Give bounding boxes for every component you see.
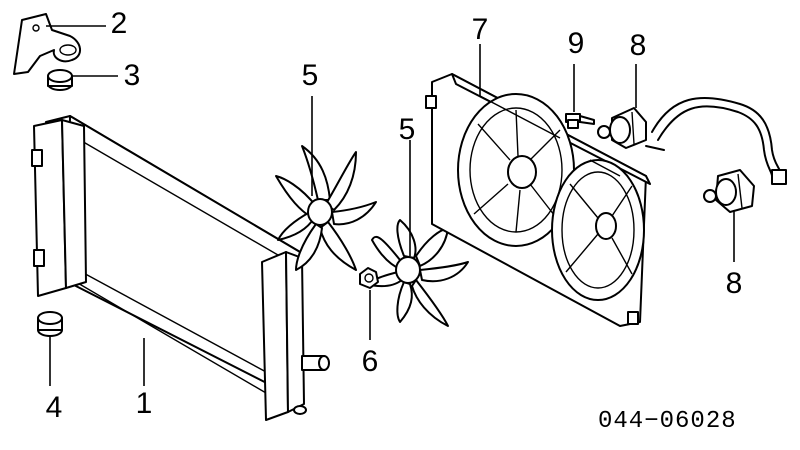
cap-cushion-part — [47, 69, 73, 91]
nut-part — [359, 267, 379, 289]
motor-lower-part — [703, 169, 755, 213]
callout-1: 1 — [135, 387, 153, 420]
callout-8-lower: 8 — [725, 267, 743, 300]
callout-5-upper: 5 — [301, 59, 319, 92]
callout-7: 7 — [471, 13, 489, 46]
bolt-part — [565, 113, 595, 129]
callout-4: 4 — [45, 391, 63, 424]
fan-shroud-part — [425, 73, 651, 327]
fan-upper-part — [275, 145, 377, 271]
callout-2: 2 — [110, 7, 128, 40]
callout-9: 9 — [567, 27, 585, 60]
part-number-label: 044−06028 — [598, 408, 737, 435]
callout-5-lower: 5 — [398, 113, 416, 146]
callout-3: 3 — [123, 59, 141, 92]
motor-upper-part — [597, 97, 787, 185]
radiator-part — [31, 115, 330, 421]
callout-8-upper: 8 — [629, 29, 647, 62]
fan-lower-part — [365, 219, 469, 327]
lower-cushion-part — [37, 311, 63, 337]
callout-6: 6 — [361, 345, 379, 378]
cap-bracket-part — [13, 13, 81, 75]
leader-lines — [46, 25, 735, 386]
